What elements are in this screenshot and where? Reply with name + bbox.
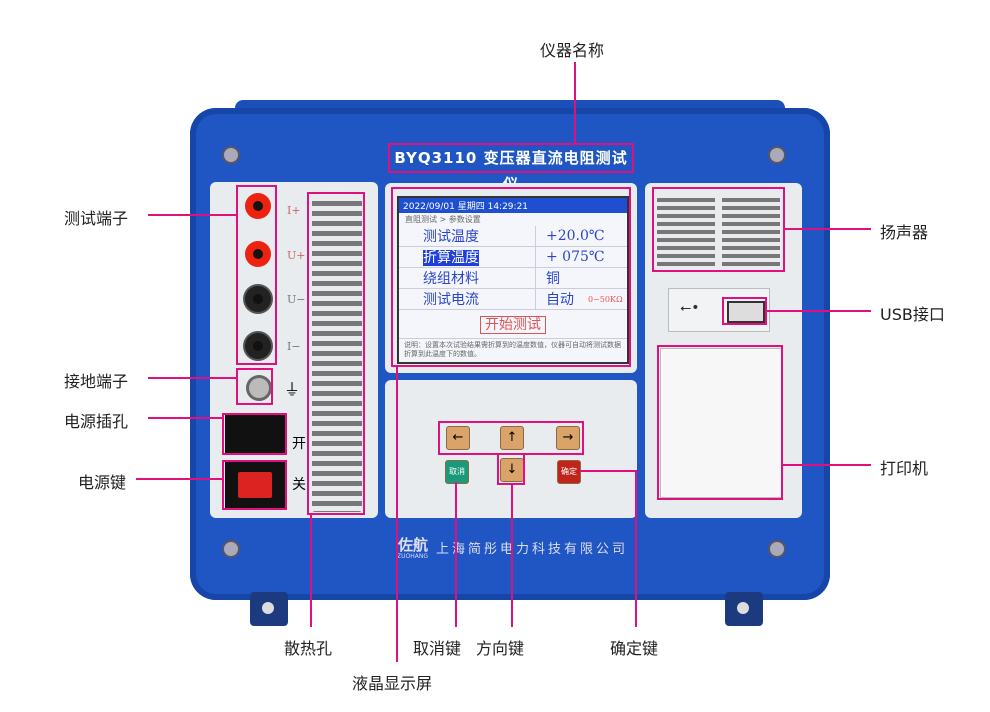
terminal-u-plus[interactable] [245, 241, 271, 267]
terminal-label: U− [287, 293, 306, 306]
label-lcd: 液晶显示屏 [352, 674, 433, 693]
label-ok-key: 确定键 [610, 639, 659, 658]
ground-icon: ⏚ [284, 380, 301, 399]
left-arrow-key[interactable]: ← [446, 426, 470, 450]
row-value: 铜 [546, 271, 560, 287]
usb-icon: ⭠• [680, 300, 700, 316]
leader-line [785, 228, 871, 230]
screw-icon [768, 540, 786, 558]
selected-key: 折算温度 [423, 250, 479, 266]
label-instrument-name: 仪器名称 [540, 41, 605, 60]
row-value: 自动 [546, 292, 574, 308]
lcd-status-bar: 2022/09/01 星期四 14:29:21 [399, 198, 627, 213]
speaker-grille [657, 194, 715, 266]
terminals-highlight [236, 185, 277, 365]
leader-line [310, 515, 312, 627]
label-cancel-key: 取消键 [413, 639, 462, 658]
range-note: 0~50KΩ [588, 294, 623, 304]
up-arrow-key[interactable]: ↑ [500, 426, 524, 450]
terminal-label: I+ [287, 204, 301, 217]
right-arrow-key[interactable]: → [556, 426, 580, 450]
leader-line [148, 377, 236, 379]
leader-line [783, 464, 871, 466]
label-test-terminals: 测试端子 [64, 209, 129, 228]
leader-line [511, 485, 513, 627]
row-key: 测试电流 [399, 289, 536, 309]
leader-line [580, 470, 636, 472]
leader-line [396, 367, 398, 662]
usb-highlight [722, 297, 767, 325]
lcd-breadcrumb: 直阻测试 > 参数设置 [405, 215, 481, 224]
label-heat-vent: 散热孔 [284, 639, 333, 658]
printer-highlight [657, 345, 783, 500]
lcd-screen: 2022/09/01 星期四 14:29:21 直阻测试 > 参数设置 测试温度… [397, 196, 629, 364]
brand-logo: 佐航 [398, 536, 429, 554]
row-key-selected: 折算温度 [399, 247, 536, 267]
down-key-highlight [497, 453, 525, 485]
leader-line [574, 62, 576, 144]
case-foot [250, 592, 288, 626]
row-value: + 075℃ [546, 249, 605, 265]
leader-line [455, 482, 457, 627]
lcd-row[interactable]: 测试温度 +20.0℃ [399, 226, 627, 247]
label-usb: USB接口 [880, 305, 945, 324]
arrow-keys-highlight [438, 421, 584, 455]
terminal-i-plus[interactable] [245, 193, 271, 219]
lcd-row[interactable]: 测试电流自动 0~50KΩ [399, 289, 627, 310]
switch-off-label: 关 [292, 477, 306, 493]
label-ground-terminal: 接地端子 [64, 372, 129, 391]
brand-subtitle: ZUOHANG [397, 553, 428, 560]
leader-line [136, 478, 222, 480]
lcd-row[interactable]: 绕组材料铜 [399, 268, 627, 289]
company-name: 上海简彤电力科技有限公司 [436, 542, 629, 557]
label-power-socket: 电源插孔 [64, 412, 129, 431]
lcd-note: 说明：设置本次试验结果需折算到的温度数值，仪器可自动将测试数据折算到此温度下的数… [399, 338, 627, 361]
cancel-key[interactable]: 取消 [445, 460, 469, 484]
ok-key[interactable]: 确定 [557, 460, 581, 484]
ground-highlight [236, 368, 273, 405]
heat-vent [312, 196, 362, 512]
label-speaker: 扬声器 [880, 223, 929, 242]
leader-line [767, 310, 871, 312]
usb-port[interactable] [727, 301, 765, 323]
label-direction-keys: 方向键 [476, 639, 525, 658]
terminal-label: U+ [287, 249, 306, 262]
speaker-highlight [652, 187, 785, 272]
switch-on-label: 开 [292, 436, 306, 452]
label-power-key: 电源键 [78, 473, 127, 492]
ground-terminal[interactable] [246, 375, 272, 401]
terminal-i-minus[interactable] [245, 333, 271, 359]
terminal-u-minus[interactable] [245, 286, 271, 312]
start-test-button[interactable]: 开始测试 [480, 316, 546, 334]
socket-highlight [222, 413, 287, 455]
leader-line [148, 417, 222, 419]
terminal-label: I− [287, 340, 301, 353]
vent-highlight [307, 192, 365, 515]
lcd-highlight [391, 187, 631, 367]
power-switch[interactable] [238, 472, 272, 498]
screw-icon [222, 146, 240, 164]
case-foot [725, 592, 763, 626]
leader-line [148, 214, 236, 216]
title-highlight [388, 143, 634, 173]
row-key: 测试温度 [399, 226, 536, 246]
screw-icon [222, 540, 240, 558]
label-printer: 打印机 [880, 459, 929, 478]
speaker-grille [722, 194, 780, 266]
lcd-row[interactable]: 折算温度 + 075℃ [399, 247, 627, 268]
power-highlight [222, 460, 287, 510]
leader-line [635, 470, 637, 627]
screw-icon [768, 146, 786, 164]
power-socket [225, 415, 285, 453]
row-key: 绕组材料 [399, 268, 536, 288]
row-value: +20.0℃ [546, 228, 605, 244]
